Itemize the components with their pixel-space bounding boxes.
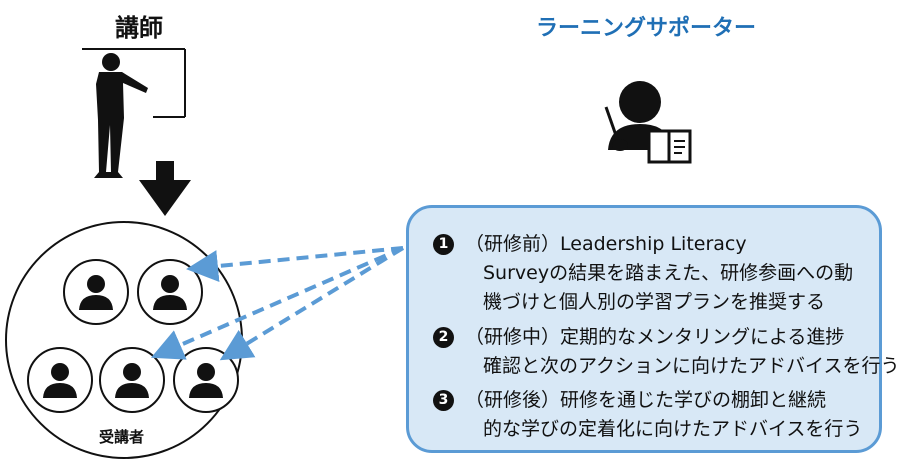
info-item-line: 機づけと個人別の学習プランを推奨する [483,291,826,313]
support-info-box: 1 （研修前）Leadership Literacy Surveyの結果を踏まえ… [406,205,900,453]
learner-group [5,221,243,459]
info-item-2: 2 （研修中）定期的なメンタリングによる進捗 確認と次のアクションに向けたアドバ… [433,323,900,381]
info-item-line: Surveyの結果を踏まえた、研修参画への動 [483,262,854,284]
book-icon [647,129,692,164]
number-badge: 3 [433,390,454,411]
info-item-3: 3 （研修後）研修を通じた学びの棚卸と継続 的な学びの定着化に向けたアドバイスを… [433,386,873,444]
learners-label: 受講者 [99,428,145,446]
learner-icon [63,259,129,325]
supporter-label: ラーニングサポーター [536,16,757,41]
info-item-1: 1 （研修前）Leadership Literacy Surveyの結果を踏まえ… [433,230,873,317]
arrow-to-learner-4 [150,246,404,360]
down-arrow-icon [139,161,191,216]
learner-icon [137,259,203,325]
learner-icons [27,259,239,413]
learner-icon [173,347,239,413]
instructor-label: 講師 [115,14,163,42]
number-badge: 2 [433,327,454,348]
arrow-to-learner-2 [186,246,404,282]
number-badge: 1 [433,234,454,255]
info-item-line: 確認と次のアクションに向けたアドバイスを行う [483,355,900,377]
info-item-line: （研修前）Leadership Literacy [465,233,747,255]
info-item-line: （研修中）定期的なメンタリングによる進捗 [465,326,845,348]
presenter-icon [82,48,186,178]
arrow-to-learner-5 [219,246,405,361]
info-item-line: 的な学びの定着化に向けたアドバイスを行う [483,418,863,440]
info-item-line: （研修後）研修を通じた学びの棚卸と継続 [465,389,827,411]
learner-icon [27,347,93,413]
dashed-arrows [150,246,405,361]
learner-icon [99,347,165,413]
